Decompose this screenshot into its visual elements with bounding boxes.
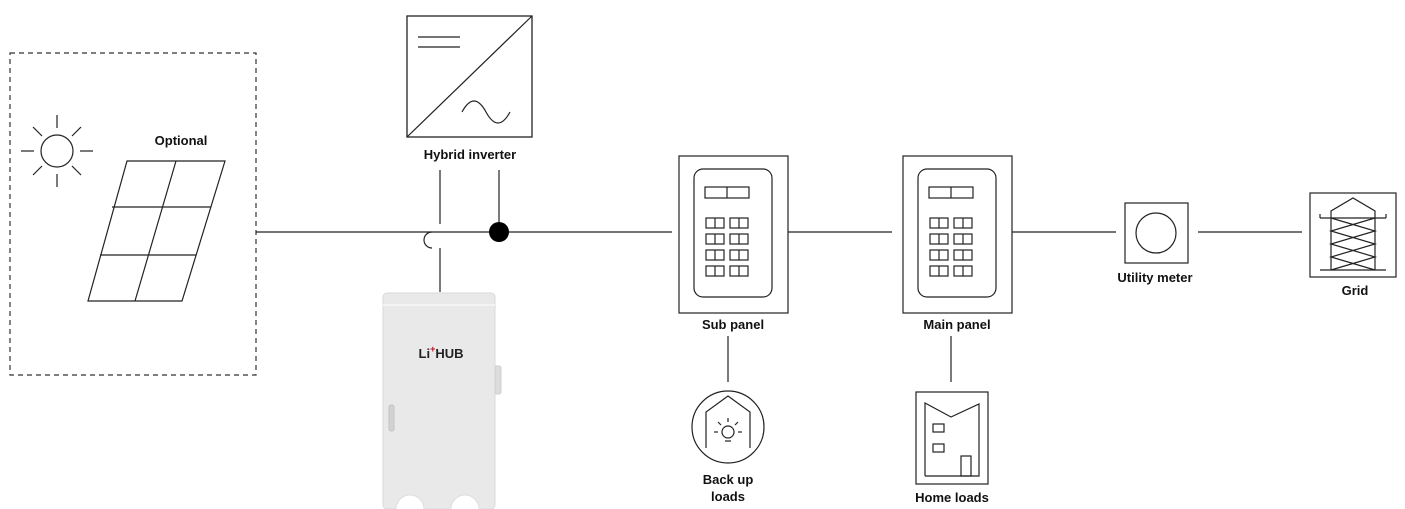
backup-loads-label-line1: Back up	[703, 472, 754, 487]
wiring	[256, 170, 1302, 382]
sub-panel	[678, 155, 789, 314]
home-loads-label: Home loads	[915, 490, 989, 505]
main-panel	[902, 155, 1013, 314]
solar-panel-icon	[87, 160, 226, 302]
backup-loads	[691, 390, 765, 464]
sub-panel-label: Sub panel	[702, 317, 764, 332]
sun-icon	[21, 115, 93, 187]
sub-panel-breakers	[705, 217, 749, 277]
utility-meter	[1124, 202, 1189, 264]
home-loads	[915, 391, 989, 485]
main-panel-label: Main panel	[923, 317, 990, 332]
meter-dial-icon	[1135, 212, 1177, 254]
grid-label: Grid	[1342, 283, 1369, 298]
battery-cabinet: Li+HUB	[382, 292, 502, 509]
utility-meter-label: Utility meter	[1117, 270, 1192, 285]
optional-label: Optional	[155, 133, 208, 148]
inverter-label: Hybrid inverter	[424, 147, 516, 162]
optional-solar-group: Optional	[9, 52, 257, 376]
optional-dashed-box	[9, 52, 257, 376]
dc-symbol-icon	[418, 36, 460, 48]
main-panel-breakers	[929, 217, 973, 277]
junction-dot	[489, 222, 509, 242]
hybrid-inverter: Hybrid inverter	[406, 15, 533, 162]
battery-handle-icon	[388, 404, 395, 432]
backup-loads-label-line2: loads	[711, 489, 745, 504]
grid-tower	[1309, 192, 1397, 278]
lightbulb-icon	[714, 418, 742, 442]
ac-wave-icon	[461, 100, 511, 124]
battery-brand-label: Li+HUB	[419, 344, 464, 361]
